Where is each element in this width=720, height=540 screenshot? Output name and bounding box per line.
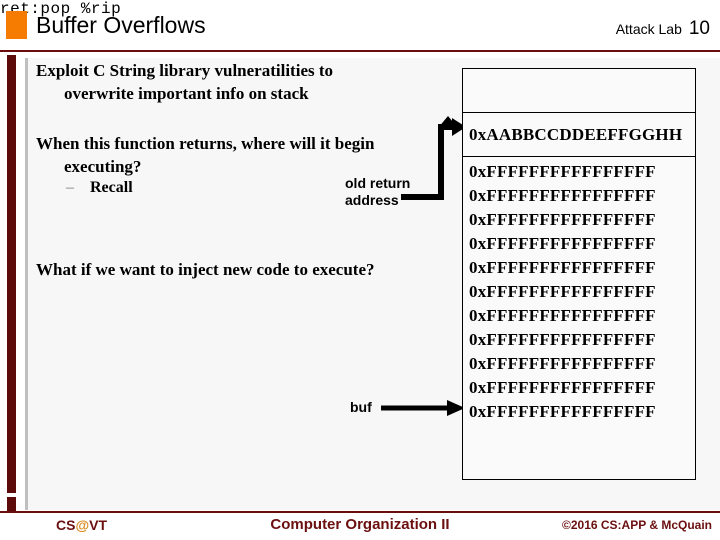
- bullet-when-returns: When this function returns, where will i…: [36, 132, 426, 178]
- panel-left-edge: [25, 58, 28, 510]
- buf-arrow-icon: [381, 400, 465, 416]
- footer-logo-csvt: CS@VT: [56, 517, 107, 533]
- stack-fill-row: 0xFFFFFFFFFFFFFFFF: [469, 402, 656, 421]
- stack-fill-region: 0xFFFFFFFFFFFFFFFF 0xFFFFFFFFFFFFFFFF 0xFF…: [463, 157, 695, 424]
- title-bullet-square: [6, 11, 27, 39]
- footer-copyright: ©2016 CS:APP & McQuain: [562, 518, 712, 532]
- bullet-inject-code: What if we want to inject new code to ex…: [36, 260, 375, 279]
- header-section-label: Attack Lab: [615, 21, 682, 37]
- bullet-when-line2: executing?: [64, 157, 142, 176]
- left-accent-bar: [7, 55, 16, 493]
- footer-divider: [0, 511, 720, 513]
- stack-fill-row: 0xFFFFFFFFFFFFFFFF: [469, 258, 656, 277]
- old-return-elbow-arrow-icon: [401, 116, 466, 200]
- header-meta: Attack Lab 10: [616, 18, 710, 40]
- footer-course-title: Computer Organization II: [270, 516, 450, 533]
- stack-cell-empty-top: [463, 69, 695, 113]
- slide-number: 10: [688, 18, 710, 39]
- callout-old-return-line2: address: [345, 192, 399, 208]
- footer-logo-at-icon: @: [75, 517, 90, 533]
- code-ret-pop-rip: ret:pop %rip: [0, 0, 122, 18]
- bullet-exploit-line2: overwrite important info on stack: [64, 84, 309, 103]
- page-title: Buffer Overflows: [36, 12, 206, 38]
- stack-fill-row: 0xFFFFFFFFFFFFFFFF: [469, 234, 656, 253]
- stack-fill-row: 0xFFFFFFFFFFFFFFFF: [469, 330, 656, 349]
- footer-logo-vt: VT: [89, 517, 107, 533]
- title-divider: [0, 50, 720, 52]
- footer-logo-cs: CS: [56, 517, 76, 533]
- callout-buf: buf: [350, 399, 372, 415]
- stack-fill-row: 0xFFFFFFFFFFFFFFFF: [469, 210, 656, 229]
- bullet-exploit: Exploit C String library vulneratilities…: [36, 59, 436, 105]
- footer-accent-bar: [7, 497, 16, 511]
- sub-bullet-dash: –: [66, 179, 74, 196]
- callout-old-return-address: old return address: [345, 175, 410, 209]
- stack-cell-return-address: 0xAABBCCDDEEFFGGHH: [463, 113, 695, 157]
- stack-fill-row: 0xFFFFFFFFFFFFFFFF: [469, 162, 656, 181]
- stack-fill-row: 0xFFFFFFFFFFFFFFFF: [469, 306, 656, 325]
- stack-fill-row: 0xFFFFFFFFFFFFFFFF: [469, 378, 656, 397]
- bullet-exploit-line1: Exploit C String library vulneratilities…: [36, 61, 334, 80]
- sub-bullet-recall: Recall: [90, 179, 133, 196]
- callout-old-return-line1: old return: [345, 175, 411, 191]
- bullet-when-line1: When this function returns, where will i…: [36, 134, 375, 153]
- stack-fill-row: 0xFFFFFFFFFFFFFFFF: [469, 282, 656, 301]
- stack-fill-row: 0xFFFFFFFFFFFFFFFF: [469, 186, 656, 205]
- stack-fill-row: 0xFFFFFFFFFFFFFFFF: [469, 354, 656, 373]
